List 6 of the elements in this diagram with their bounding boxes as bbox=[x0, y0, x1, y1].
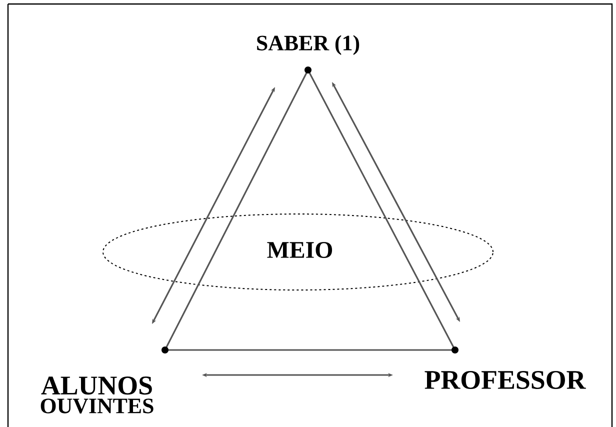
vertex-label: PROFESSOR bbox=[424, 370, 586, 390]
triangle-side bbox=[164, 70, 309, 350]
ellipse-label: MEIO bbox=[267, 242, 332, 258]
vertex-label: SABER (1) bbox=[257, 35, 360, 55]
triangle-side bbox=[307, 70, 456, 350]
vertex-label: ALUNOS OUVINTES bbox=[40, 376, 154, 414]
